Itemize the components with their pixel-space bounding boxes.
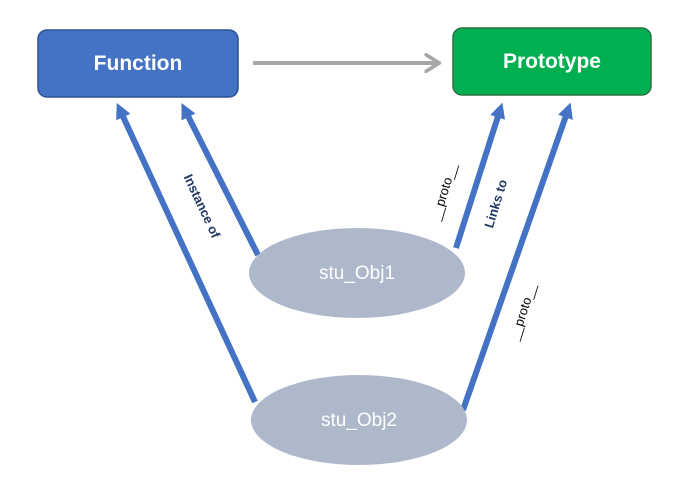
instance-of-label: Instance of: [181, 172, 224, 241]
obj2-label: stu_Obj2: [321, 410, 397, 431]
arrow-obj2-to-function: [116, 102, 258, 404]
function-label: Function: [94, 52, 183, 75]
arrow-obj2-to-prototype: [460, 102, 573, 411]
prototype-box: [452, 27, 652, 96]
prototype-label: Prototype: [503, 50, 601, 73]
obj1-label: stu_Obj1: [319, 263, 395, 284]
links-to-label: Links to: [481, 178, 510, 230]
proto-obj1-label: __proto__: [428, 161, 460, 223]
obj2-ellipse: [251, 375, 467, 465]
function-box: [37, 29, 239, 98]
obj1-ellipse: [249, 228, 465, 318]
arrow-obj1-to-prototype: [453, 102, 506, 249]
proto-obj2-label: __proto__: [506, 281, 539, 343]
arrow-obj1-to-function: [181, 103, 261, 257]
